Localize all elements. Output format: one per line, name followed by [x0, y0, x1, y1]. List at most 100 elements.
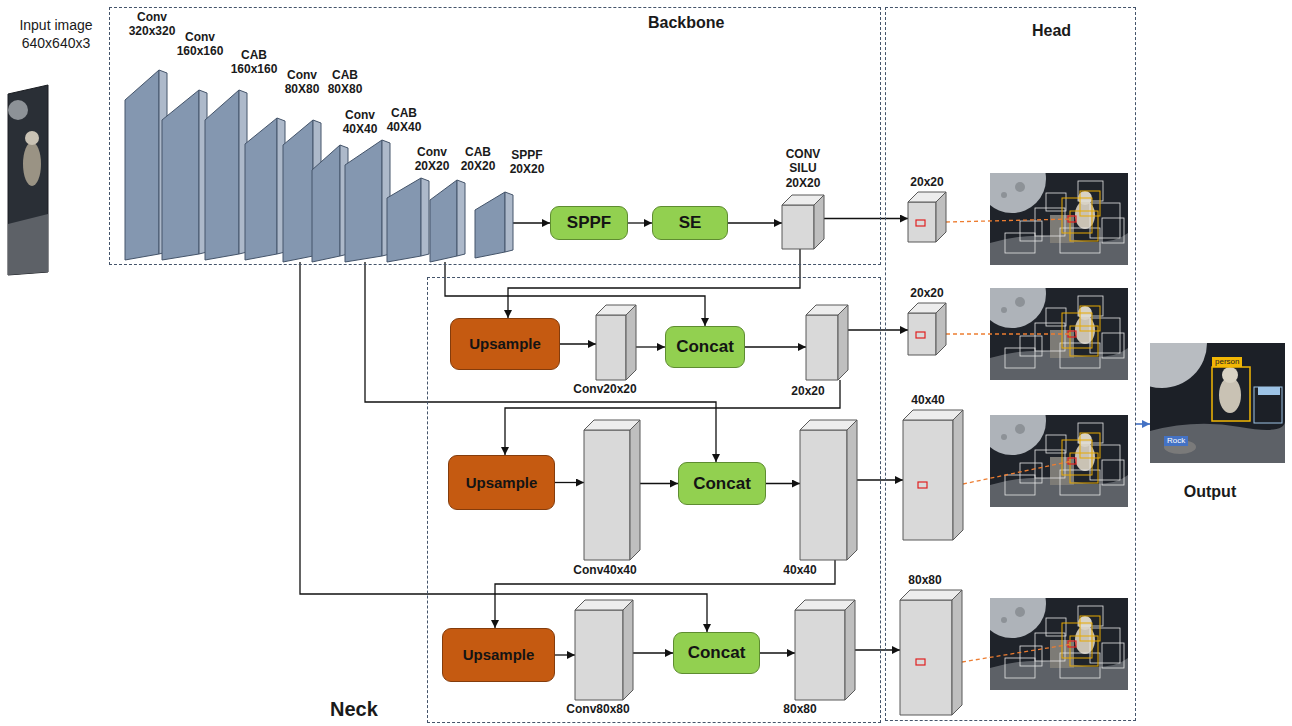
- connector-arrow: [555, 482, 584, 483]
- slab-face: [312, 145, 340, 262]
- connector-arrow: [1135, 423, 1150, 425]
- cube-front: [575, 610, 623, 700]
- picture-figure: [23, 142, 41, 186]
- layer-label: Conv 20X20: [415, 145, 450, 174]
- block-label: Upsample: [466, 474, 538, 491]
- cube-shape: [800, 420, 857, 560]
- conv-layer: Conv 320x320: [125, 70, 167, 260]
- layer-label: CAB 80X80: [328, 68, 363, 97]
- conv-layer: SPPF 20X20: [475, 192, 513, 258]
- layer-label: Conv80x80: [566, 702, 629, 716]
- block-label: Concat: [676, 337, 734, 357]
- picture-moon: [1150, 343, 1207, 388]
- feature-map: 20x20: [908, 303, 946, 355]
- layer-label: 20x20: [910, 175, 943, 189]
- slab-face: [245, 118, 277, 260]
- layer-slab: [245, 118, 285, 260]
- cube-side: [623, 600, 633, 700]
- layer-label: SPPF 20X20: [510, 148, 545, 177]
- slab-side: [457, 180, 465, 256]
- input-picture: [4, 14, 108, 276]
- connector-arrow: [857, 479, 903, 480]
- cube-side: [845, 600, 855, 700]
- detection-tag: [1258, 387, 1280, 395]
- conv-layer: Conv 80X80: [245, 118, 285, 260]
- cube-shape: [908, 303, 946, 355]
- cube-shape: [900, 590, 962, 715]
- feature-map: Conv40x40: [584, 420, 640, 560]
- connector-arrow: [555, 654, 575, 655]
- slab-face: [387, 178, 421, 262]
- concat-block: Concat: [673, 632, 760, 674]
- layer-label: CAB 40X40: [387, 106, 422, 135]
- cube-top: [900, 590, 962, 600]
- feature-map: 20x20: [806, 305, 848, 380]
- layer-slab: [312, 145, 348, 262]
- connector-arrow: [745, 346, 806, 347]
- class-tag: Rock: [1164, 436, 1188, 446]
- cube-shape: [596, 305, 636, 380]
- cube-side: [630, 420, 640, 560]
- layer-slab: [345, 140, 390, 262]
- layer-label: 20x20: [791, 384, 824, 398]
- anchor-cell: [916, 220, 925, 226]
- input-label: Input image 640x640x3: [4, 16, 108, 52]
- layer-label: Conv 80X80: [285, 68, 320, 97]
- region-title: Head: [1032, 22, 1071, 40]
- layer-label: CAB 20X20: [461, 145, 496, 174]
- region-title: Backbone: [648, 14, 724, 32]
- connector-arrow: [760, 652, 795, 653]
- picture-helmet: [25, 131, 39, 145]
- detection-box: [1254, 387, 1282, 423]
- slab-face: [430, 180, 457, 262]
- slab-face: [162, 90, 199, 260]
- cube-side: [814, 195, 824, 249]
- feature-map: 40x40: [903, 410, 963, 540]
- block-label: Concat: [693, 474, 751, 494]
- cube-side: [936, 303, 946, 355]
- connector-arrow: [633, 652, 673, 653]
- layer-slab: [125, 70, 167, 260]
- connector-arrow: [855, 649, 900, 650]
- connector-arrow: [848, 329, 908, 330]
- picture-ground: [8, 214, 48, 275]
- feature-map: Conv20x20: [596, 305, 636, 380]
- cube-front: [908, 313, 936, 355]
- cube-shape: [584, 420, 640, 560]
- slab-face: [283, 120, 313, 262]
- cube-side: [953, 410, 963, 540]
- anchor-cell: [916, 659, 925, 665]
- feature-map: 40x40: [800, 420, 857, 560]
- cube-front: [795, 610, 845, 700]
- feature-map: 80x80: [900, 590, 962, 715]
- cube-shape: [575, 600, 633, 700]
- picture-frame: [8, 85, 48, 275]
- layer-slab: [475, 192, 513, 258]
- layer-slab: [162, 90, 207, 260]
- picture-helmet: [1222, 367, 1238, 383]
- upsample-block: Upsample: [450, 318, 560, 370]
- cube-shape: [782, 195, 824, 249]
- layer-slab: [205, 90, 247, 260]
- picture-ground: [1150, 421, 1285, 463]
- detection-image: [978, 570, 1128, 690]
- backbone-region: BackboneConv 320x320Conv 160x160CAB 160x…: [110, 8, 880, 264]
- layer-label: Conv 40X40: [343, 108, 378, 137]
- layer-label: 40x40: [783, 563, 816, 577]
- neck-region: NeckUpsampleConv20x20Concat20x20Upsample…: [428, 278, 880, 722]
- connector-arrow: [365, 262, 716, 462]
- conv-layer: CAB 20X20: [430, 180, 465, 262]
- cube-shape: [908, 192, 946, 242]
- layer-label: 80x80: [908, 573, 941, 587]
- cube-front: [584, 430, 630, 560]
- layer-label: 20x20: [910, 286, 943, 300]
- picture-moon: [8, 100, 28, 120]
- slab-face: [205, 90, 239, 260]
- block-label: SPPF: [567, 213, 611, 233]
- cube-front: [903, 420, 953, 540]
- connector-arrow: [628, 222, 652, 223]
- layer-label: Conv 320x320: [129, 10, 176, 39]
- anchor-cell: [916, 332, 925, 338]
- conv-layer: CAB 160x160: [205, 90, 247, 260]
